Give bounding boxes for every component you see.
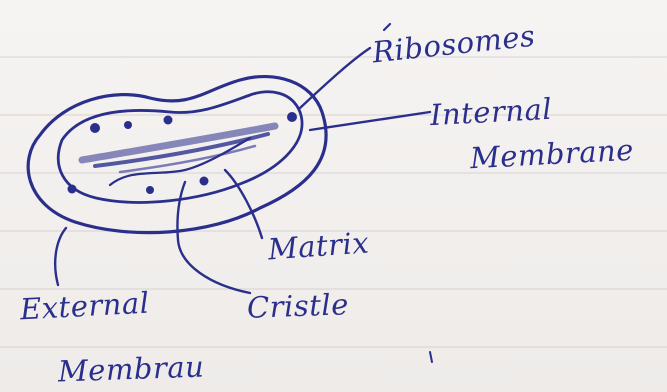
inner-membrane [58,92,302,203]
label-cristae: Cristle [247,290,350,323]
leader-external-membrane [55,228,66,285]
label-external-membrane-line1: External [19,289,150,325]
leader-internal-membrane [310,112,430,130]
label-mark [384,24,390,30]
ribosome-dot [124,121,132,129]
leader-ribosomes [300,48,370,108]
label-mark [430,352,432,362]
ribosome-dot [146,186,154,194]
label-internal-membrane-line2: Membrane [469,136,634,174]
ribosome-dot [200,177,209,186]
label-matrix: Matrix [267,229,370,265]
ribosome-dot [90,123,100,133]
ribosome-dot [287,112,297,122]
leader-matrix [225,170,262,238]
ribosome-dot [68,185,77,194]
label-external-membrane-line2: Membrau [58,352,205,386]
ribosome-dot [164,116,173,125]
label-internal-membrane-line1: Internal [429,95,552,130]
